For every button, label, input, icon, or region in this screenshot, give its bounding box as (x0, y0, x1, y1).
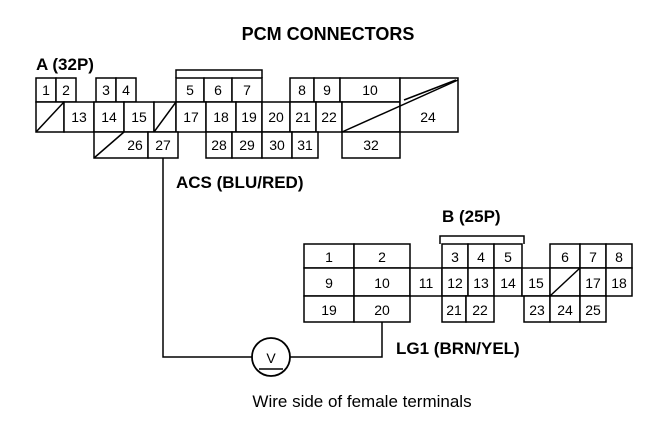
connector-a-pin: 20 (268, 109, 284, 125)
connector-a-pin: 22 (321, 109, 337, 125)
connector-a-pin: 10 (362, 82, 378, 98)
connector-a-label: A (32P) (36, 55, 94, 74)
connector-b-pin: 11 (419, 275, 434, 291)
connector-a-pin: 7 (243, 82, 251, 98)
connector-a-pin: 1 (42, 82, 50, 98)
connector-b-pin: 25 (585, 302, 601, 318)
connector-a-pin: 9 (323, 82, 331, 98)
diagram-caption: Wire side of female terminals (252, 392, 471, 411)
acs-wire (162, 158, 252, 358)
connector-a-pin: 3 (102, 82, 110, 98)
connector-b-pin: 15 (528, 275, 544, 291)
connector-a-pin: 2 (62, 82, 70, 98)
connector-b-pin: 14 (500, 275, 516, 291)
connector-b-pin: 6 (561, 249, 569, 265)
connector-b-lock-tab (439, 235, 525, 244)
voltmeter-symbol: V (266, 350, 276, 366)
connector-b-pin: 19 (321, 302, 337, 318)
connector-a-pin: 15 (131, 109, 147, 125)
connector-b-pin: 17 (585, 275, 601, 291)
connector-a-pin: 28 (211, 137, 227, 153)
connector-a: 1 2 3 4 5 6 7 8 9 10 13 14 15 17 18 19 2… (35, 77, 459, 159)
acs-wire-label: ACS (BLU/RED) (176, 173, 304, 192)
connector-a-pin: 32 (363, 137, 379, 153)
connector-a-pin: 26 (127, 137, 143, 153)
connector-b-pin: 12 (447, 275, 463, 291)
connector-a-pin: 14 (101, 109, 117, 125)
connector-a-pin: 13 (71, 109, 87, 125)
connector-a-pin: 30 (269, 137, 285, 153)
connector-a-pin: 21 (295, 109, 311, 125)
connector-b-pin: 9 (325, 275, 333, 291)
connector-b-pin: 18 (611, 275, 627, 291)
connector-a-pin: 5 (186, 82, 194, 98)
connector-b-pin: 13 (473, 275, 489, 291)
connector-b-pin: 24 (557, 302, 573, 318)
connector-a-pin: 6 (214, 82, 222, 98)
connector-a-pin: 18 (213, 109, 229, 125)
connector-b-pin: 7 (589, 249, 597, 265)
connector-a-pin: 19 (241, 109, 257, 125)
connector-a-pin: 24 (420, 109, 436, 125)
connector-b-pin: 1 (325, 249, 333, 265)
voltmeter-icon: V (251, 337, 291, 377)
connector-a-pin: 8 (298, 82, 306, 98)
connector-b-pin: 21 (446, 302, 462, 318)
connector-b-pin: 4 (477, 249, 485, 265)
connector-b-pin: 10 (374, 275, 390, 291)
connector-b-pin: 8 (615, 249, 623, 265)
connector-b-pin: 22 (472, 302, 488, 318)
connector-a-pin: 27 (155, 137, 171, 153)
connector-a-pin: 31 (297, 137, 313, 153)
connector-b-pin: 5 (504, 249, 512, 265)
connector-a-pin: 4 (122, 82, 130, 98)
lg1-wire (290, 322, 383, 358)
lg1-wire-label: LG1 (BRN/YEL) (396, 339, 520, 358)
connector-a-pin: 29 (239, 137, 255, 153)
connector-b-pin: 2 (378, 249, 386, 265)
connector-b-pin: 20 (374, 302, 390, 318)
connector-b: 1 2 3 4 5 6 7 8 9 10 11 12 13 14 15 17 1… (303, 243, 633, 323)
connector-b-pin: 23 (529, 302, 545, 318)
connector-a-pin: 17 (183, 109, 199, 125)
connector-a-lock-tab (175, 69, 263, 78)
diagram-title: PCM CONNECTORS (242, 24, 415, 44)
connector-b-label: B (25P) (442, 207, 501, 226)
connector-b-pin: 3 (451, 249, 459, 265)
